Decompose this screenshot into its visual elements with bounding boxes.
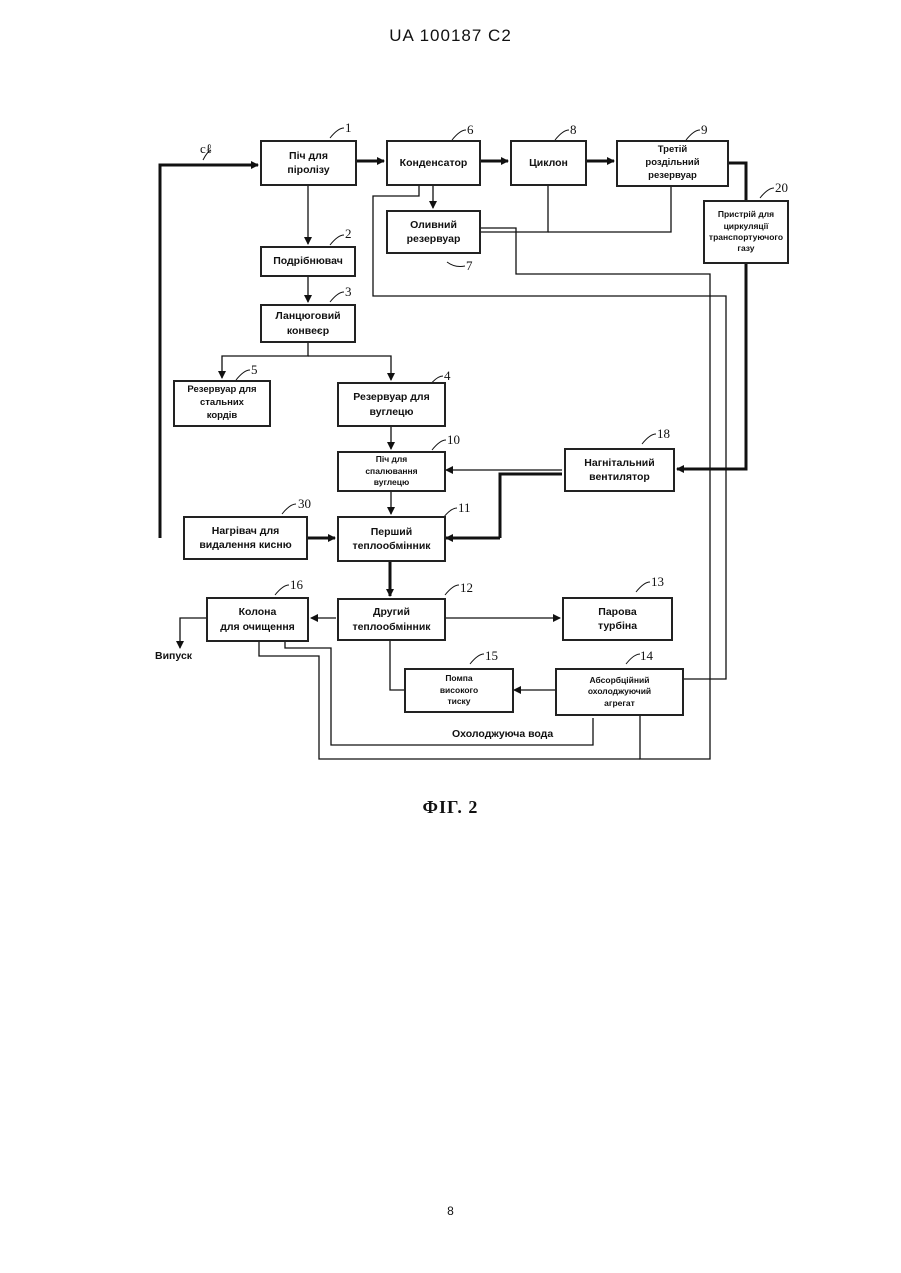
outlet-label: Випуск <box>155 650 192 662</box>
block-first-heat-exchanger: Перший теплообмінник <box>337 516 446 562</box>
flow-separator-to-circulator <box>729 163 746 200</box>
page-number: 8 <box>0 1204 901 1218</box>
block-chain-conveyor: Ланцюговий конвеєр <box>260 304 356 343</box>
block-oxygen-removal-heater: Нагрівач для видалення кисню <box>183 516 308 560</box>
block-number: 15 <box>485 648 498 664</box>
block-steam-turbine: Парова турбіна <box>562 597 673 641</box>
block-carbon-combustion-furnace: Піч для спалювання вуглецю <box>337 451 446 492</box>
block-number: 13 <box>651 574 664 590</box>
block-number: 30 <box>298 496 311 512</box>
block-number: 11 <box>458 500 471 516</box>
block-number: 6 <box>467 122 474 138</box>
block-number: 2 <box>345 226 352 242</box>
cooling-water-label: Охолоджуюча вода <box>452 728 553 740</box>
block-crusher: Подрібнювач <box>260 246 356 277</box>
block-number: 16 <box>290 577 303 593</box>
block-number: 3 <box>345 284 352 300</box>
figure-caption: ФІГ. 2 <box>0 797 901 818</box>
block-number: 4 <box>444 368 451 384</box>
block-number: 18 <box>657 426 670 442</box>
block-transport-gas-circulator: Пристрій для циркуляції транспортуючого … <box>703 200 789 264</box>
block-number: 7 <box>466 258 473 274</box>
block-oil-tank: Оливний резервуар <box>386 210 481 254</box>
input-label: cℓ <box>200 141 212 157</box>
block-high-pressure-pump: Помпа високого тиску <box>404 668 514 713</box>
block-number: 20 <box>775 180 788 196</box>
block-number: 9 <box>701 122 708 138</box>
block-second-heat-exchanger: Другий теплообмінник <box>337 598 446 641</box>
block-number: 8 <box>570 122 577 138</box>
block-number: 1 <box>345 120 352 136</box>
block-pyrolysis-furnace: Піч для піролізу <box>260 140 357 186</box>
leader-1 <box>330 128 344 138</box>
block-blower-fan: Нагнітальний вентилятор <box>564 448 675 492</box>
block-cyclone: Циклон <box>510 140 587 186</box>
block-steel-cord-tank: Резервуар для стальних кордів <box>173 380 271 427</box>
block-number: 10 <box>447 432 460 448</box>
flow-circulator-to-blower <box>677 264 746 469</box>
block-number: 12 <box>460 580 473 596</box>
return-line-heater-to-pyrolysis <box>160 165 258 538</box>
block-third-separator-tank: Третій роздільний резервуар <box>616 140 729 187</box>
block-absorption-chiller: Абсорбційний охолоджуючий агрегат <box>555 668 684 716</box>
block-carbon-tank: Резервуар для вуглецю <box>337 382 446 427</box>
block-purification-column: Колона для очищення <box>206 597 309 642</box>
flow-blower-to-exchanger1 <box>500 474 562 538</box>
block-number: 5 <box>251 362 258 378</box>
block-number: 14 <box>640 648 653 664</box>
block-condenser: Конденсатор <box>386 140 481 186</box>
